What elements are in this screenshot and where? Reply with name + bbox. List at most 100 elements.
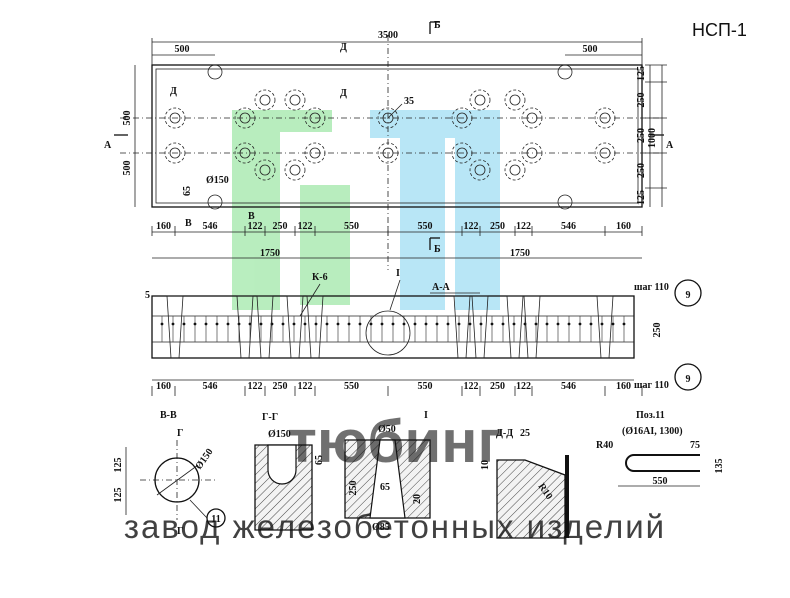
plan-view: 3500 500 500 Б Б Д Д Д А А В В 500 500 1… — [104, 20, 674, 270]
total-length: 3500 — [378, 30, 398, 41]
poz-spec: (Ø16AI, 1300) — [622, 426, 683, 437]
hole — [451, 142, 473, 164]
notch-mark — [557, 64, 573, 80]
detail-gg: Г-Г Ø150 65 — [254, 412, 325, 531]
poz-title: Поз.11 — [636, 410, 665, 421]
detail-vv-title: В-В — [160, 410, 177, 421]
section-d-mid: Д — [340, 88, 347, 99]
end-offset-right: 500 — [583, 44, 598, 55]
section-v-left: В — [185, 218, 192, 229]
hole — [377, 107, 399, 129]
hole-small-dim: 65 — [182, 186, 193, 196]
hole — [304, 107, 326, 129]
hole — [164, 107, 186, 129]
width-total: 1000 — [647, 128, 658, 148]
hole-grid — [164, 89, 616, 181]
hole — [469, 159, 491, 181]
elevation-top-small: 5 — [145, 290, 150, 301]
section-a-left: А — [104, 140, 112, 151]
marker-bottom — [674, 363, 702, 391]
hole — [304, 142, 326, 164]
detail-dd-w: 25 — [520, 428, 530, 439]
marker-top-label: 9 — [686, 290, 691, 301]
bottom-dim-label: 250 — [273, 381, 288, 392]
label-aa: А-А — [432, 282, 451, 293]
right-dim-label: 250 — [636, 128, 647, 143]
detail-i-title: I — [424, 410, 428, 421]
hole — [594, 107, 616, 129]
bottom-dim-label: 250 — [273, 221, 288, 232]
bottom-dim-label: 550 — [418, 221, 433, 232]
hole — [254, 89, 276, 111]
bottom-dim-label: 550 — [344, 221, 359, 232]
detail-vv-g-bottom: Г — [177, 526, 183, 537]
hole — [234, 142, 256, 164]
detail-gg-title: Г-Г — [262, 412, 278, 423]
section-d-left: Д — [170, 86, 177, 97]
step-bottom: шаг 110 — [634, 380, 669, 391]
side-dim-left-1: 500 — [122, 111, 133, 126]
detail-i: I Ø50 250 65 Ø85 20 — [344, 410, 431, 533]
bottom-dim-label: 546 — [203, 381, 218, 392]
detail-vv-hole — [154, 457, 200, 503]
hole — [521, 142, 543, 164]
bottom-dim-label: 122 — [248, 221, 263, 232]
right-dim-label: 250 — [636, 163, 647, 178]
marker-top — [674, 279, 702, 307]
detail-i-small: 20 — [412, 494, 423, 504]
logo-watermark — [232, 110, 500, 310]
bottom-dim-label: 546 — [561, 221, 576, 232]
hole-label: 35 — [404, 96, 414, 107]
label-i: I — [396, 268, 400, 279]
section-d-top: Д — [340, 42, 347, 53]
bottom-dim-label: 160 — [156, 221, 171, 232]
right-dim-label: 125 — [636, 66, 647, 81]
rebar-studs — [160, 295, 626, 359]
hole — [377, 142, 399, 164]
bottom-dim-label: 250 — [490, 221, 505, 232]
elevation-height: 250 — [652, 323, 663, 338]
bottom-dim-label: 160 — [616, 221, 631, 232]
hole — [594, 142, 616, 164]
bottom-dim-label: 122 — [516, 381, 531, 392]
notch-mark — [557, 194, 573, 210]
end-offset-left: 500 — [175, 44, 190, 55]
poz-b: 135 — [714, 459, 725, 474]
poz-11: Поз.11 (Ø16AI, 1300) R40 75 135 550 — [596, 410, 725, 487]
bottom-dim-label: 550 — [418, 381, 433, 392]
bottom-dim-label: 546 — [203, 221, 218, 232]
bottom-dim-label: 122 — [298, 221, 313, 232]
bottom-dim-label: 160 — [156, 381, 171, 392]
hole — [504, 159, 526, 181]
right-dim-label: 250 — [636, 93, 647, 108]
detail-dd-h: 10 — [480, 460, 491, 470]
watermark-brand: тюбинг — [287, 408, 502, 475]
section-a-right: А — [666, 140, 674, 151]
detail-dd-title: Д-Д — [496, 428, 513, 439]
bottom-dim-label: 122 — [248, 381, 263, 392]
half-dim-left: 1750 — [260, 248, 280, 259]
bottom-dim-label: 122 — [464, 381, 479, 392]
hole — [284, 159, 306, 181]
hole — [504, 89, 526, 111]
detail-gg-dia: Ø150 — [268, 429, 291, 440]
bottom-dim-label: 122 — [516, 221, 531, 232]
hole — [164, 142, 186, 164]
notch-mark — [207, 194, 223, 210]
section-v-right: В — [248, 211, 255, 222]
detail-vv-dia: Ø150 — [193, 447, 215, 472]
bottom-dim-label: 122 — [298, 381, 313, 392]
detail-i-top: Ø50 — [378, 424, 396, 435]
detail-i-bottom: Ø85 — [372, 522, 390, 533]
bottom-dim-label: 546 — [561, 381, 576, 392]
drawing-title: НСП-1 — [692, 20, 747, 40]
hole-diameter: Ø150 — [206, 175, 229, 186]
hole — [469, 89, 491, 111]
hole — [521, 107, 543, 129]
detail-gg-dim: 65 — [314, 455, 325, 465]
